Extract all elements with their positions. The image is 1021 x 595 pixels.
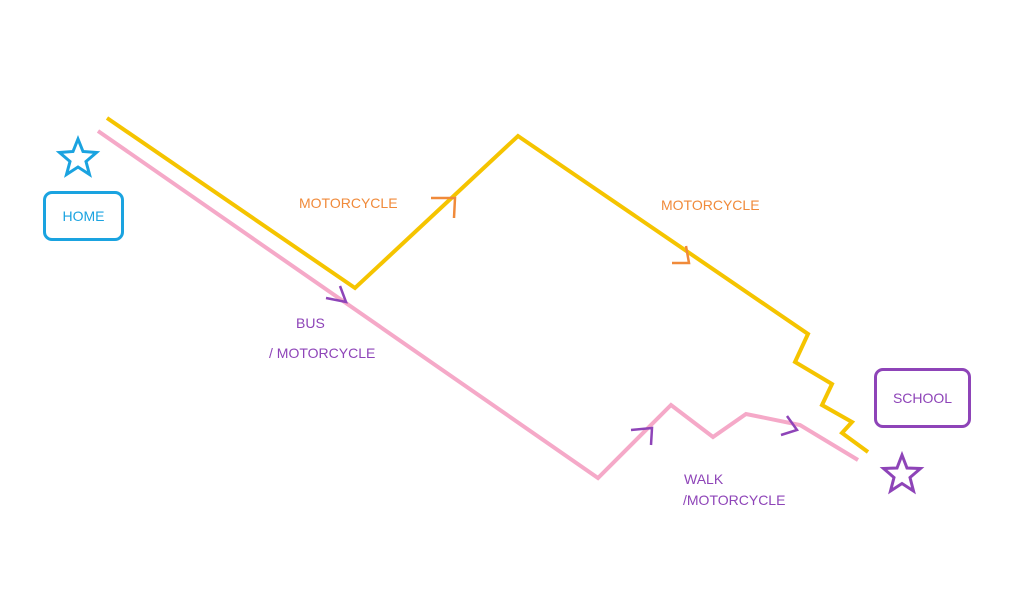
school-label: SCHOOL [892,390,953,406]
home-label: HOME [62,208,105,224]
arrow-icon [780,415,800,437]
route-label-walk-motorcycle: /MOTORCYCLE [683,492,786,508]
route-label-bus: BUS [296,315,325,331]
school-box: SCHOOL [874,368,971,428]
route-label-bus-motorcycle: / MOTORCYCLE [269,345,376,361]
arrow-icon [672,245,691,265]
school-star-icon [879,450,925,495]
arrow-icon [630,426,654,446]
bus-walk-route-line [96,129,860,481]
route-label-motorcycle-2: MOTORCYCLE [661,197,760,213]
arrow-icon [431,196,457,219]
route-label-motorcycle-1: MOTORCYCLE [299,195,398,211]
route-label-walk: WALK [684,471,724,487]
home-star-icon [55,134,101,178]
home-box: HOME [43,191,124,241]
arrow-icon [325,285,348,304]
motorcycle-route-line [105,116,870,454]
